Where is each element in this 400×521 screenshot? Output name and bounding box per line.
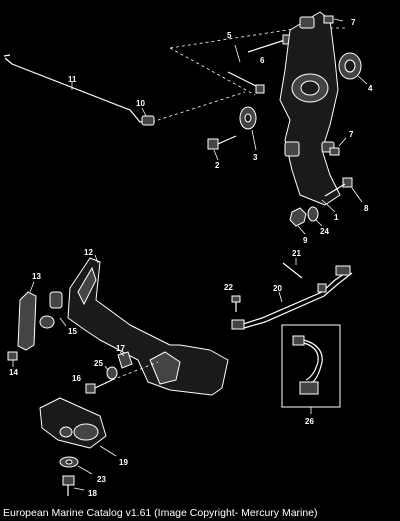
callout-18: 18: [88, 489, 97, 498]
part-9-24-nut-washer: [289, 206, 323, 235]
callout-12: 12: [84, 248, 93, 257]
part-20-cable: [231, 265, 353, 330]
callout-11: 11: [68, 75, 77, 84]
callout-2: 2: [215, 161, 220, 170]
callout-13: 13: [32, 272, 41, 281]
callout-20: 20: [273, 284, 282, 293]
part-22-screw: [231, 295, 241, 312]
part-16-bolt: [85, 361, 159, 394]
callout-23: 23: [97, 475, 106, 484]
callout-5: 5: [227, 31, 232, 40]
part-10-rod-end: [141, 107, 155, 126]
callout-24: 24: [320, 227, 329, 236]
callout-9: 9: [303, 236, 308, 245]
callout-7-right: 7: [349, 130, 354, 139]
part-23-washer: [59, 456, 93, 475]
part-14-screw: [7, 351, 18, 367]
part-2-bolt: [207, 135, 237, 161]
callout-21: 21: [292, 249, 301, 258]
callout-8: 8: [364, 204, 369, 213]
callout-17: 17: [116, 344, 125, 353]
part-19-switch-bracket: [39, 397, 117, 457]
part-3-washer: [239, 106, 257, 151]
callout-19: 19: [119, 458, 128, 467]
part-7-screws: [323, 15, 347, 156]
part-25-washer: [104, 365, 118, 380]
callout-6: 6: [260, 56, 265, 65]
image-caption: European Marine Catalog v1.61 (Image Cop…: [3, 507, 318, 519]
part-12-mounting-bracket: [67, 254, 229, 396]
callout-14: 14: [9, 368, 18, 377]
part-18-bolt: [62, 475, 85, 496]
callout-3: 3: [253, 153, 258, 162]
callout-25: 25: [94, 359, 103, 368]
callout-15: 15: [68, 327, 77, 336]
part-11-shift-rod: [3, 54, 149, 123]
part-26-harness-inset: [281, 324, 341, 414]
shift-link-dashed-line: [151, 91, 246, 123]
part-17-clip: [117, 351, 133, 369]
callout-1: 1: [334, 213, 339, 222]
callout-10: 10: [136, 99, 145, 108]
callout-7-top: 7: [351, 18, 356, 27]
callout-4: 4: [368, 84, 373, 93]
part-15-bushings: [39, 291, 67, 329]
part-13-strip: [17, 281, 37, 351]
part-21-pin: [282, 258, 303, 279]
callout-16: 16: [72, 374, 81, 383]
part-8-pivot-bolt: [324, 177, 363, 203]
callout-22: 22: [224, 283, 233, 292]
part-4-roller: [338, 52, 368, 85]
part-1-shift-bracket: [279, 11, 341, 213]
callout-26: 26: [305, 417, 314, 426]
